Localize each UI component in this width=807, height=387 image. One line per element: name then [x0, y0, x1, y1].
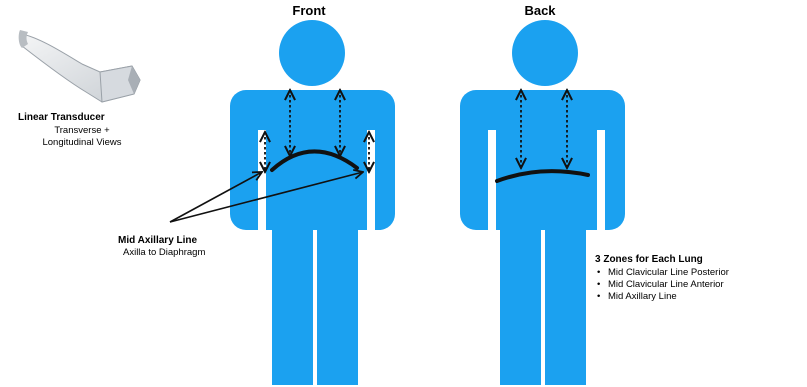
- zone-bullet: •: [597, 279, 600, 290]
- back-left-arm-gap: [488, 130, 496, 230]
- linear-transducer-icon: [19, 30, 140, 102]
- front-head: [279, 20, 345, 86]
- front-left-arm-gap: [258, 130, 266, 230]
- back-right-leg: [545, 222, 586, 385]
- transducer-line2: Longitudinal Views: [42, 137, 121, 148]
- back-right-arm-gap: [597, 130, 605, 230]
- axillary-title: Mid Axillary Line: [118, 235, 198, 246]
- zones-title: 3 Zones for Each Lung: [595, 254, 703, 265]
- zone-item: Mid Clavicular Line Posterior: [608, 267, 729, 278]
- front-right-arm-gap: [367, 130, 375, 230]
- front-right-leg: [317, 222, 358, 385]
- zone-item: Mid Clavicular Line Anterior: [608, 279, 724, 290]
- zones-list: • Mid Clavicular Line Posterior • Mid Cl…: [597, 267, 729, 302]
- transducer-title: Linear Transducer: [18, 112, 105, 123]
- transducer-line1: Transverse +: [54, 125, 110, 136]
- back-head: [512, 20, 578, 86]
- back-left-leg: [500, 222, 541, 385]
- zone-item: Mid Axillary Line: [608, 291, 677, 302]
- front-left-leg: [272, 222, 313, 385]
- zone-bullet: •: [597, 291, 600, 302]
- zone-bullet: •: [597, 267, 600, 278]
- back-title: Back: [524, 3, 556, 18]
- front-title: Front: [292, 3, 326, 18]
- axillary-subtitle: Axilla to Diaphragm: [123, 247, 205, 258]
